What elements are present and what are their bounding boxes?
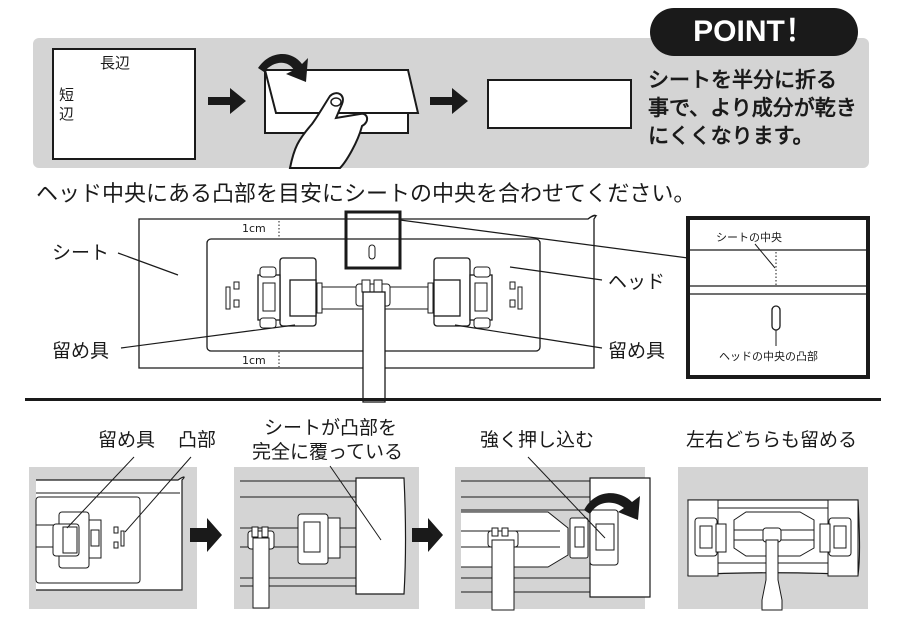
folding-sheet-with-hand-icon bbox=[258, 53, 420, 169]
point-line: にくくなります。 bbox=[648, 124, 814, 148]
short-side-label-1: 短 bbox=[59, 86, 75, 104]
sheet-center-label: シートの中央 bbox=[716, 231, 782, 244]
point-line: シートを半分に折る bbox=[648, 68, 837, 92]
step2-title-line1: シートが凸部を bbox=[264, 417, 398, 439]
short-side-label-2: 辺 bbox=[59, 105, 75, 123]
margin-bottom-label: 1cm bbox=[242, 354, 266, 367]
head-center-bump-label: ヘッドの中央の凸部 bbox=[719, 350, 818, 363]
step1-title-clip: 留め具 bbox=[98, 429, 156, 451]
unfolded-sheet bbox=[52, 48, 196, 160]
long-side-label: 長辺 bbox=[100, 54, 131, 72]
clip-label-left: 留め具 bbox=[52, 340, 110, 362]
step2-title-line2: 完全に覆っている bbox=[252, 441, 404, 463]
step1-title-bump: 凸部 bbox=[178, 429, 217, 451]
head-label: ヘッド bbox=[608, 271, 666, 293]
point-badge: POINT！ bbox=[650, 8, 858, 56]
clip-label-right: 留め具 bbox=[608, 340, 666, 362]
point-text: シートを半分に折る 事で、より成分が乾き にくくなります。 bbox=[648, 66, 868, 150]
sheet-label: シート bbox=[52, 242, 110, 264]
arrow-right-icon bbox=[430, 88, 468, 114]
point-line: 事で、より成分が乾き bbox=[648, 96, 857, 120]
step4-title: 左右どちらも留める bbox=[686, 429, 858, 451]
folded-sheet bbox=[487, 79, 632, 129]
step3-title: 強く押し込む bbox=[480, 429, 595, 451]
head-sheet-diagram bbox=[117, 210, 870, 403]
section-divider bbox=[25, 398, 881, 401]
arrow-right-icon bbox=[208, 88, 246, 114]
margin-top-label: 1cm bbox=[242, 222, 266, 235]
alignment-heading: ヘッド中央にある凸部を目安にシートの中央を合わせてください。 bbox=[36, 182, 696, 207]
